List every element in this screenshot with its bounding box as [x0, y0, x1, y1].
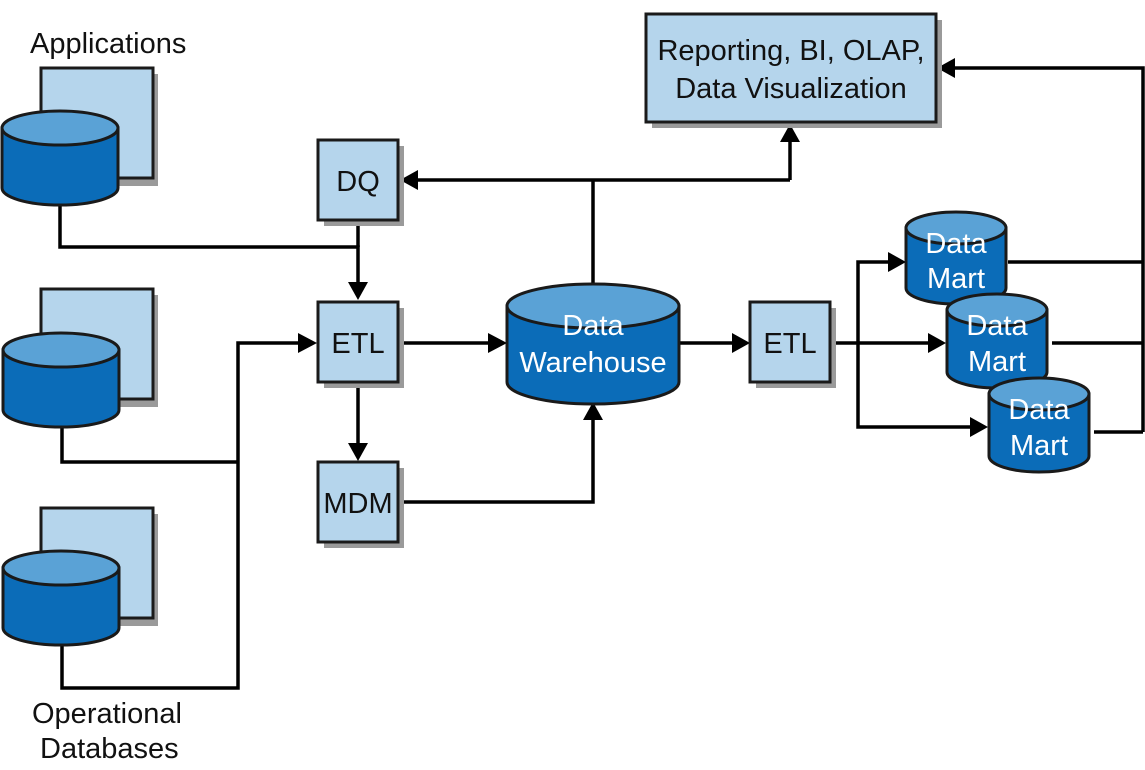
connector-app3-to-etl	[60, 341, 298, 690]
data-mart-3: Data Mart	[987, 376, 1091, 474]
arrowhead-mart1-left	[888, 252, 906, 272]
connectors	[58, 58, 1145, 690]
mdm-label: MDM	[323, 488, 392, 520]
etl-main-node: ETL	[316, 300, 404, 388]
data-warehouse-node: Data Warehouse	[505, 282, 681, 406]
reporting-label-line1: Reporting, BI, OLAP,	[657, 35, 924, 67]
arrowhead-etl-left	[298, 333, 317, 353]
mdm-node: MDM	[316, 460, 404, 548]
connector-return-to-reporting	[955, 66, 1145, 432]
data-warehouse-label-line2: Warehouse	[519, 347, 666, 379]
operational-label-line2: Databases	[40, 733, 179, 765]
connector-etl2-to-mart3	[856, 343, 970, 429]
etl-main-label: ETL	[331, 328, 384, 360]
arrowhead-mart2-left	[928, 333, 946, 353]
arrowhead-mdm-top	[348, 443, 368, 461]
application-db-1	[0, 66, 158, 207]
arrowhead-reporting-right	[937, 58, 955, 78]
data-mart-3-label-line2: Mart	[1010, 430, 1068, 462]
etl-secondary-node: ETL	[748, 300, 836, 388]
data-warehouse-label-line1: Data	[562, 310, 624, 342]
arrowhead-dq-right	[400, 170, 418, 190]
application-db-3	[1, 506, 158, 647]
data-mart-1: Data Mart	[904, 210, 1008, 306]
data-mart-1-label-line2: Mart	[927, 263, 985, 295]
reporting-node: Reporting, BI, OLAP, Data Visualization	[644, 12, 942, 128]
arrowhead-warehouse-left	[488, 333, 507, 353]
data-mart-2-label-line2: Mart	[968, 346, 1026, 378]
arrowhead-warehouse-bottom	[583, 402, 603, 420]
data-mart-2-label-line1: Data	[966, 310, 1028, 342]
arrowhead-etl2-left	[732, 333, 750, 353]
application-db-2	[1, 287, 158, 429]
arrowhead-reporting-bottom	[780, 124, 800, 142]
arrowhead-mart3-left	[970, 417, 988, 437]
etl-secondary-label: ETL	[763, 328, 816, 360]
connector-app2-to-etl	[60, 425, 238, 464]
reporting-label-line2: Data Visualization	[675, 73, 907, 105]
connector-mdm-to-warehouse	[398, 420, 595, 504]
arrowhead-etl-top	[348, 282, 368, 300]
applications-label: Applications	[30, 28, 186, 60]
data-mart-3-label-line1: Data	[1008, 394, 1070, 426]
connector-app1-to-etl	[58, 205, 360, 282]
connector-etl2-to-mart1	[856, 260, 888, 343]
dq-node: DQ	[316, 138, 404, 226]
dq-label: DQ	[336, 166, 380, 198]
operational-label-line1: Operational	[32, 698, 182, 730]
data-mart-1-label-line1: Data	[925, 228, 987, 260]
data-mart-2: Data Mart	[945, 292, 1049, 390]
